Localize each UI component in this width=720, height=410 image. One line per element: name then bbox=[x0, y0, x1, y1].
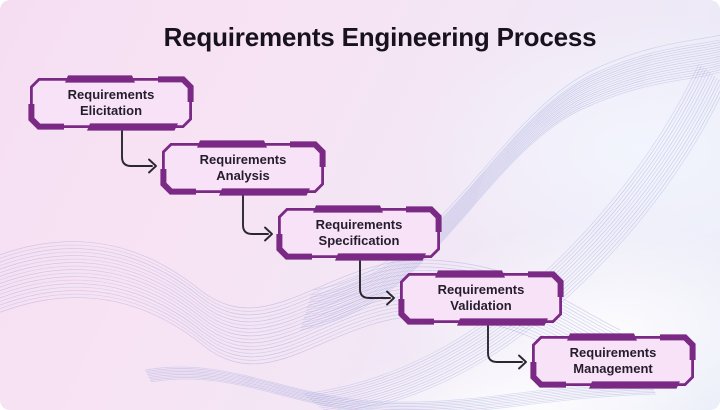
node-label: Requirements Management bbox=[532, 336, 694, 386]
node-label-line2: Validation bbox=[450, 298, 512, 313]
arrow-elicitation-to-analysis bbox=[121, 127, 157, 174]
node-label-line2: Elicitation bbox=[79, 103, 143, 118]
node-requirements-analysis: Requirements Analysis bbox=[162, 143, 324, 193]
node-label: Requirements Elicitation bbox=[30, 78, 192, 128]
node-label-line1: Requirements bbox=[569, 345, 657, 360]
node-label: Requirements Specification bbox=[278, 208, 440, 258]
node-label-line2: Specification bbox=[318, 233, 400, 248]
node-label: Requirements Analysis bbox=[162, 143, 324, 193]
node-label-line1: Requirements bbox=[199, 152, 287, 167]
node-requirements-management: Requirements Management bbox=[532, 336, 694, 386]
node-requirements-elicitation: Requirements Elicitation bbox=[30, 78, 192, 128]
node-requirements-validation: Requirements Validation bbox=[400, 273, 562, 323]
arrowhead-icon bbox=[386, 290, 395, 306]
node-label-line1: Requirements bbox=[437, 282, 525, 297]
arrow-specification-to-validation bbox=[359, 257, 395, 306]
arrow-validation-to-management bbox=[487, 322, 527, 370]
arrowhead-icon bbox=[148, 158, 157, 174]
node-label: Requirements Validation bbox=[400, 273, 562, 323]
node-label-line1: Requirements bbox=[315, 217, 403, 232]
node-requirements-specification: Requirements Specification bbox=[278, 208, 440, 258]
node-label-line2: Management bbox=[573, 361, 653, 376]
arrowhead-icon bbox=[264, 226, 273, 242]
page-title: Requirements Engineering Process bbox=[163, 22, 597, 52]
arrow-analysis-to-specification bbox=[242, 192, 273, 242]
node-label-line1: Requirements bbox=[67, 87, 155, 102]
arrowhead-icon bbox=[518, 354, 527, 370]
node-label-line2: Analysis bbox=[216, 168, 270, 183]
